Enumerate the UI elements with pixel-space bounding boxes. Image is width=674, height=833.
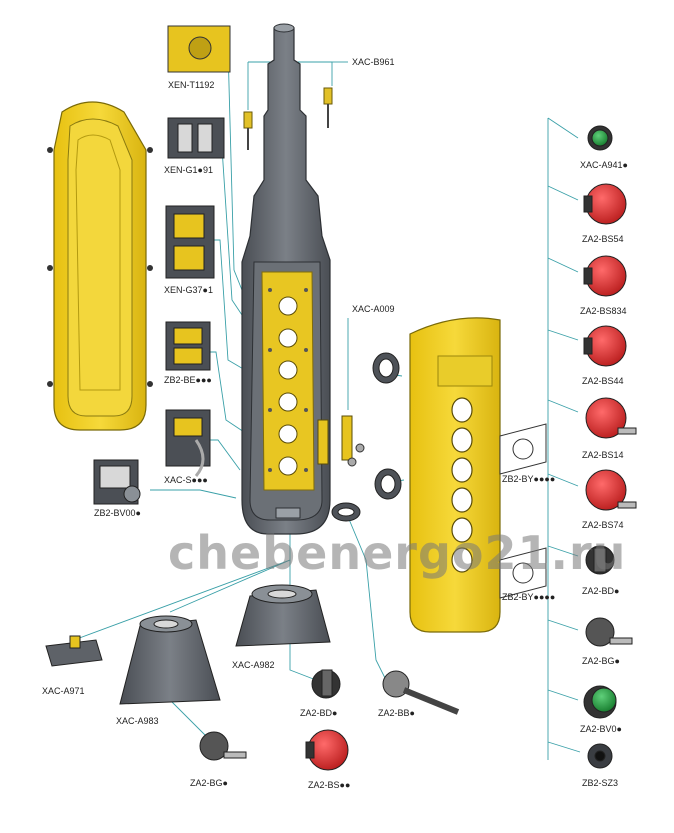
label-xen-t1192: XEN-T1192 xyxy=(168,80,215,90)
legend-plates xyxy=(499,423,547,599)
label-xac-a941: XAC-A941● xyxy=(580,160,628,170)
label-za2-bs74: ZA2-BS74 xyxy=(582,520,624,530)
label-xac-s: XAC-S●●● xyxy=(164,475,208,485)
locking-nuts xyxy=(331,352,402,522)
label-za2-bs44: ZA2-BS44 xyxy=(582,376,624,386)
label-za2-bb: ZA2-BB● xyxy=(378,708,415,718)
label-zb2-by-upper: ZB2-BY●●●● xyxy=(502,474,556,484)
grey-enclosure-body xyxy=(241,23,331,535)
label-xac-a009: XAC-A009 xyxy=(352,304,395,314)
operators-right xyxy=(583,125,637,769)
label-za2-bg-right: ZA2-BG● xyxy=(582,656,620,666)
yellow-front-cover xyxy=(409,317,501,633)
bottom-components xyxy=(45,584,460,771)
label-za2-bs834: ZA2-BS834 xyxy=(580,306,627,316)
label-za2-bd-bottom: ZA2-BD● xyxy=(300,708,338,718)
label-zb2-sz3: ZB2-SZ3 xyxy=(582,778,619,788)
label-zb2-be: ZB2-BE●●● xyxy=(164,375,212,385)
label-zb2-bv00: ZB2-BV00● xyxy=(94,508,141,518)
label-zb2-by-lower: ZB2-BY●●●● xyxy=(502,592,556,602)
label-za2-bg-bottom: ZA2-BG● xyxy=(190,778,228,788)
label-xac-b961: XAC-B961 xyxy=(352,57,395,67)
contact-blocks-left xyxy=(93,25,231,505)
label-za2-bs14: ZA2-BS14 xyxy=(582,450,624,460)
watermark: chebenergo21.ru xyxy=(168,526,627,580)
label-xac-a971: XAC-A971 xyxy=(42,686,85,696)
label-za2-bd-right: ZA2-BD● xyxy=(582,586,620,596)
yellow-cover-left xyxy=(47,101,153,431)
label-za2-bv0: ZA2-BV0● xyxy=(580,724,622,734)
label-xac-a983: XAC-A983 xyxy=(116,716,159,726)
label-xen-g37-1: XEN-G37●1 xyxy=(164,285,213,295)
label-za2-bs54: ZA2-BS54 xyxy=(582,234,624,244)
bracket-a009 xyxy=(317,415,365,467)
label-xen-g1-91: XEN-G1●91 xyxy=(164,165,213,175)
cable-clamp-screws xyxy=(243,87,333,150)
label-za2-bs-bottom: ZA2-BS●● xyxy=(308,780,351,790)
label-xac-a982: XAC-A982 xyxy=(232,660,275,670)
